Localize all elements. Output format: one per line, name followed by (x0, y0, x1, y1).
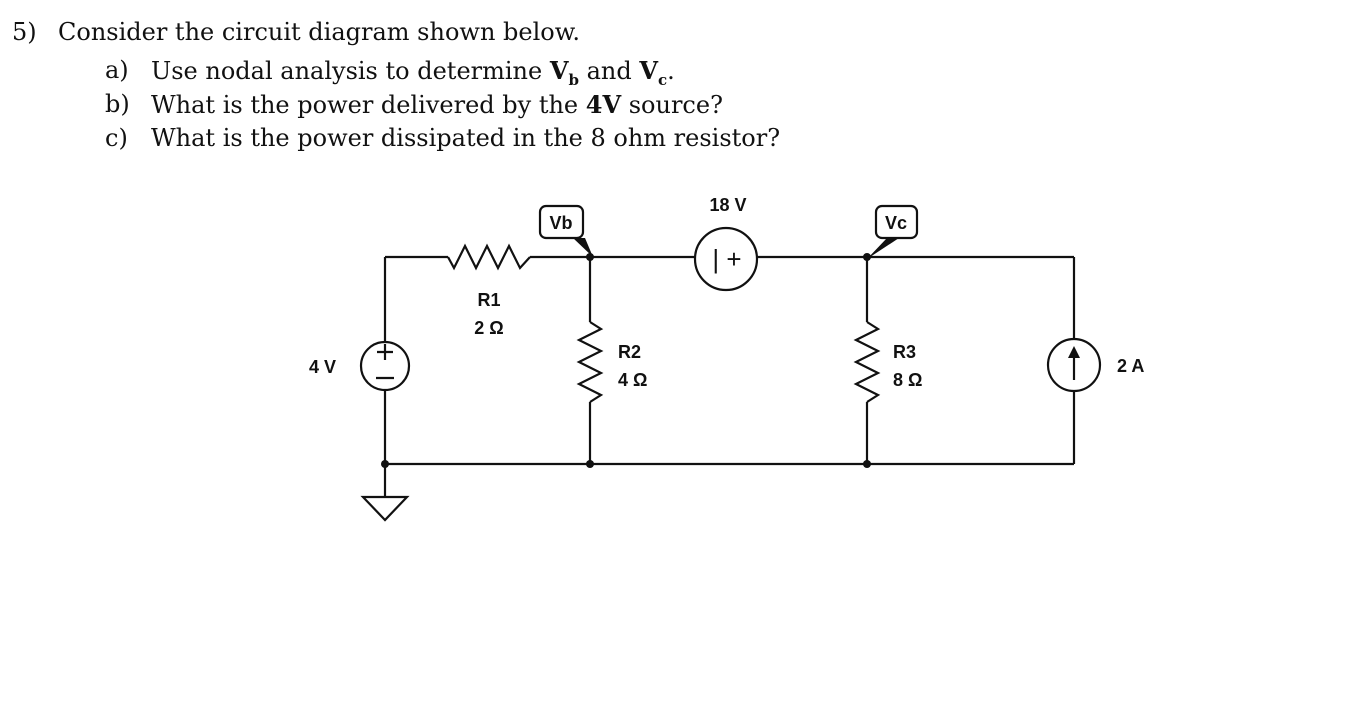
part-c-text: What is the power dissipated in the 8 oh… (151, 124, 781, 152)
r3-name: R3 (893, 342, 916, 362)
resistor-r2 (576, 321, 604, 403)
junction-dot (381, 460, 389, 468)
resistor-r1 (447, 243, 531, 271)
arrow-up-icon (1068, 346, 1080, 358)
part-c-label: c) (105, 124, 128, 152)
junction-dot (863, 253, 871, 261)
vc-symbol: Vc (639, 56, 668, 89)
part-a-pre: Use nodal analysis to determine (151, 57, 550, 85)
r1-value: 2 Ω (474, 318, 503, 338)
voltage-source-18v (693, 226, 759, 292)
junction-dot (586, 253, 594, 261)
resistor-r3 (853, 321, 881, 403)
part-b-text: What is the power delivered by the 4V so… (151, 90, 723, 119)
r1-name: R1 (477, 290, 500, 310)
ground-icon (360, 495, 410, 522)
node-vb-pointer (573, 238, 593, 257)
part-b-label: b) (105, 90, 130, 118)
part-a-label: a) (105, 56, 129, 84)
vsource-4v-label: 4 V (309, 357, 336, 377)
node-vb-box (538, 204, 585, 240)
r2-value: 4 Ω (618, 370, 647, 390)
vsource-18v-label: 18 V (709, 195, 746, 215)
vsource-18v-symbol: | + (712, 244, 741, 274)
isource-label: 2 A (1117, 356, 1144, 376)
node-vb-label: Vb (549, 213, 572, 233)
r3-value: 8 Ω (893, 370, 922, 390)
r2-name: R2 (618, 342, 641, 362)
junction-dot (586, 460, 594, 468)
question-prompt: Consider the circuit diagram shown below… (58, 18, 581, 46)
node-vc-pointer (867, 238, 899, 259)
vb-symbol: Vb (549, 56, 579, 89)
node-vc-label: Vc (885, 213, 907, 233)
part-a-text: Use nodal analysis to determine Vb and V… (151, 56, 675, 89)
question-number: 5) (12, 18, 37, 46)
part-b-bold: 4V (585, 90, 622, 119)
plus-sign-icon (377, 344, 393, 360)
part-a-mid: and (578, 57, 640, 85)
voltage-source-4v (359, 340, 411, 392)
junction-dot (863, 460, 871, 468)
